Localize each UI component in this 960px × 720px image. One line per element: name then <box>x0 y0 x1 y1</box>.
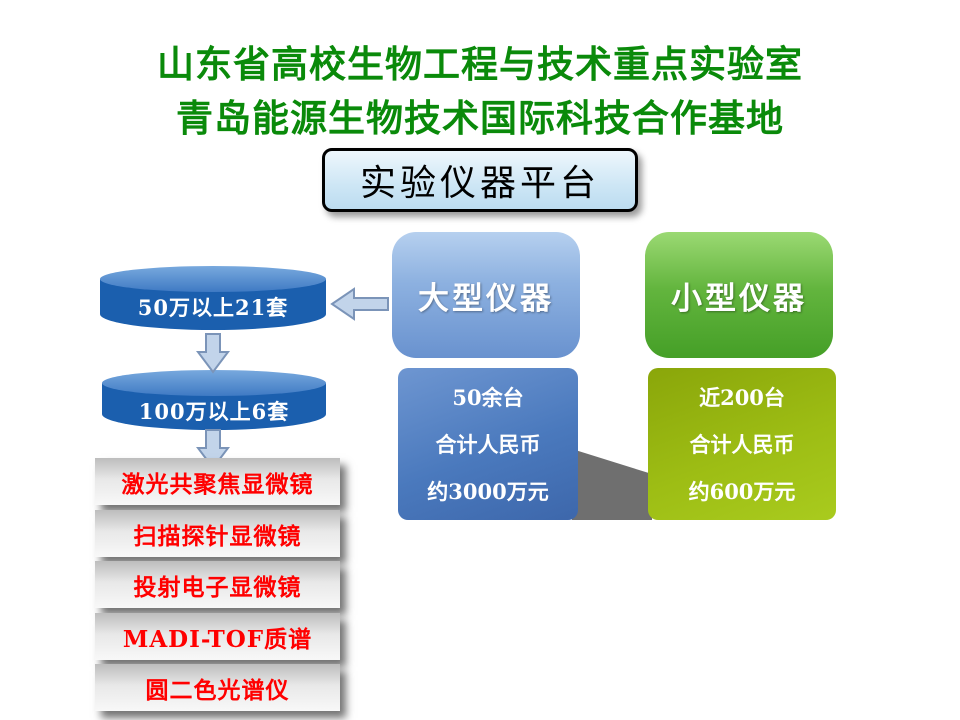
stat-line: 约3000万元 <box>427 479 549 504</box>
stat-line: 近200台 <box>699 385 785 410</box>
cylinder-label: 100万以上6套 <box>138 399 290 424</box>
connector-shape <box>556 444 652 520</box>
cylinder-over-1m: 100万以上6套 <box>102 370 326 430</box>
title-line-1: 山东省高校生物工程与技术重点实验室 <box>157 43 803 86</box>
cylinder-top <box>102 370 326 396</box>
platform-title-label: 实验仪器平台 <box>359 163 600 204</box>
large-instruments-stats: 50余台 合计人民币 约3000万元 <box>398 368 578 520</box>
title-line-2: 青岛能源生物技术国际科技合作基地 <box>176 97 784 140</box>
small-instruments-label: 小型仪器 <box>671 280 807 317</box>
equipment-item-cd-spectrometer: 圆二色光谱仪 <box>95 664 340 711</box>
large-instruments-label: 大型仪器 <box>418 280 554 317</box>
large-instruments-box: 大型仪器 <box>392 232 580 358</box>
stat-line: 约600万元 <box>688 479 796 504</box>
equipment-item-maditof: MADI-TOF质谱 <box>95 613 340 660</box>
cylinder-over-500k: 50万以上21套 <box>100 266 326 330</box>
cylinder-top <box>100 266 326 292</box>
left-arrow-icon <box>330 287 389 321</box>
small-instruments-box: 小型仪器 <box>645 232 833 358</box>
equipment-item-confocal: 激光共聚焦显微镜 <box>95 458 340 505</box>
equipment-item-spm: 扫描探针显微镜 <box>95 510 340 557</box>
down-arrow-icon-1 <box>196 333 230 374</box>
stat-line: 合计人民币 <box>435 432 541 457</box>
stat-line: 合计人民币 <box>689 432 795 457</box>
platform-title-box: 实验仪器平台 <box>322 148 638 212</box>
stat-line: 50余台 <box>452 385 524 410</box>
cylinder-label: 50万以上21套 <box>137 295 289 320</box>
equipment-item-tem: 投射电子显微镜 <box>95 561 340 608</box>
small-instruments-stats: 近200台 合计人民币 约600万元 <box>648 368 836 520</box>
